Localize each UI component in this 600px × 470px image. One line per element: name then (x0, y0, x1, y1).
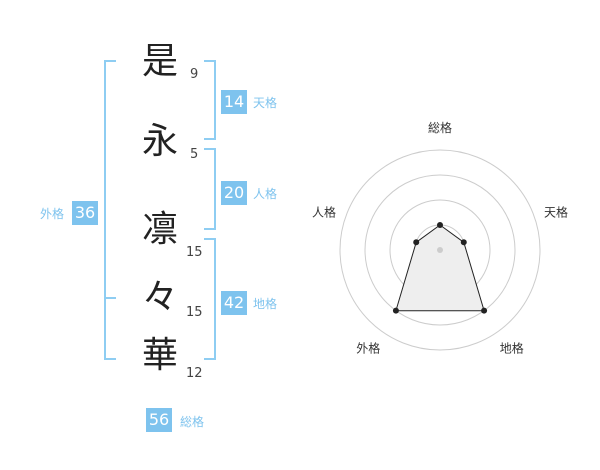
radar-point-3 (392, 307, 399, 314)
radar-points (392, 222, 488, 314)
gaikaku-score: 36 (72, 201, 98, 225)
name-char-2: 永 (141, 121, 178, 162)
radar-point-4 (413, 239, 420, 246)
name-char-3: 凛 (141, 209, 178, 250)
tenkaku-label: 天格 (253, 96, 278, 110)
chikaku-label: 地格 (253, 297, 278, 311)
radar-axis-label-4: 人格 (312, 204, 336, 219)
name-char-4: 々 (141, 277, 178, 318)
radar-axis-label-3: 外格 (356, 341, 380, 356)
stroke-count-5: 12 (186, 366, 203, 381)
stroke-count-1: 9 (190, 67, 199, 82)
radar-axis-label-2: 地格 (500, 341, 524, 356)
gaikaku-label: 外格 (40, 207, 65, 221)
gaikaku-bracket (104, 60, 116, 360)
radar-axis-label-1: 天格 (544, 204, 568, 219)
chikaku-bracket (204, 238, 216, 360)
stroke-count-2: 5 (190, 147, 199, 162)
radar-ring-3 (364, 174, 516, 326)
soukaku-score: 56 (146, 408, 172, 432)
radar-point-0 (437, 222, 443, 228)
radar-point-2 (481, 307, 488, 314)
name-char-1: 是 (141, 41, 178, 82)
gaikaku-bracket-divider (104, 297, 116, 299)
stroke-count-3: 15 (186, 245, 203, 260)
name-char-5: 華 (141, 335, 178, 376)
radar-center-dot (437, 247, 443, 253)
tenkaku-bracket (204, 60, 216, 140)
jinkaku-bracket (204, 148, 216, 230)
tenkaku-score: 14 (221, 90, 247, 114)
radar-axis-label-0: 総格 (428, 120, 452, 135)
radar-point-1 (460, 239, 467, 246)
jinkaku-score: 20 (221, 181, 247, 205)
chikaku-score: 42 (221, 291, 247, 315)
stroke-count-4: 15 (186, 305, 203, 320)
radar-ring-4 (339, 149, 541, 351)
soukaku-label: 総格 (180, 415, 205, 429)
radar-area (395, 224, 485, 312)
jinkaku-label: 人格 (253, 187, 278, 201)
